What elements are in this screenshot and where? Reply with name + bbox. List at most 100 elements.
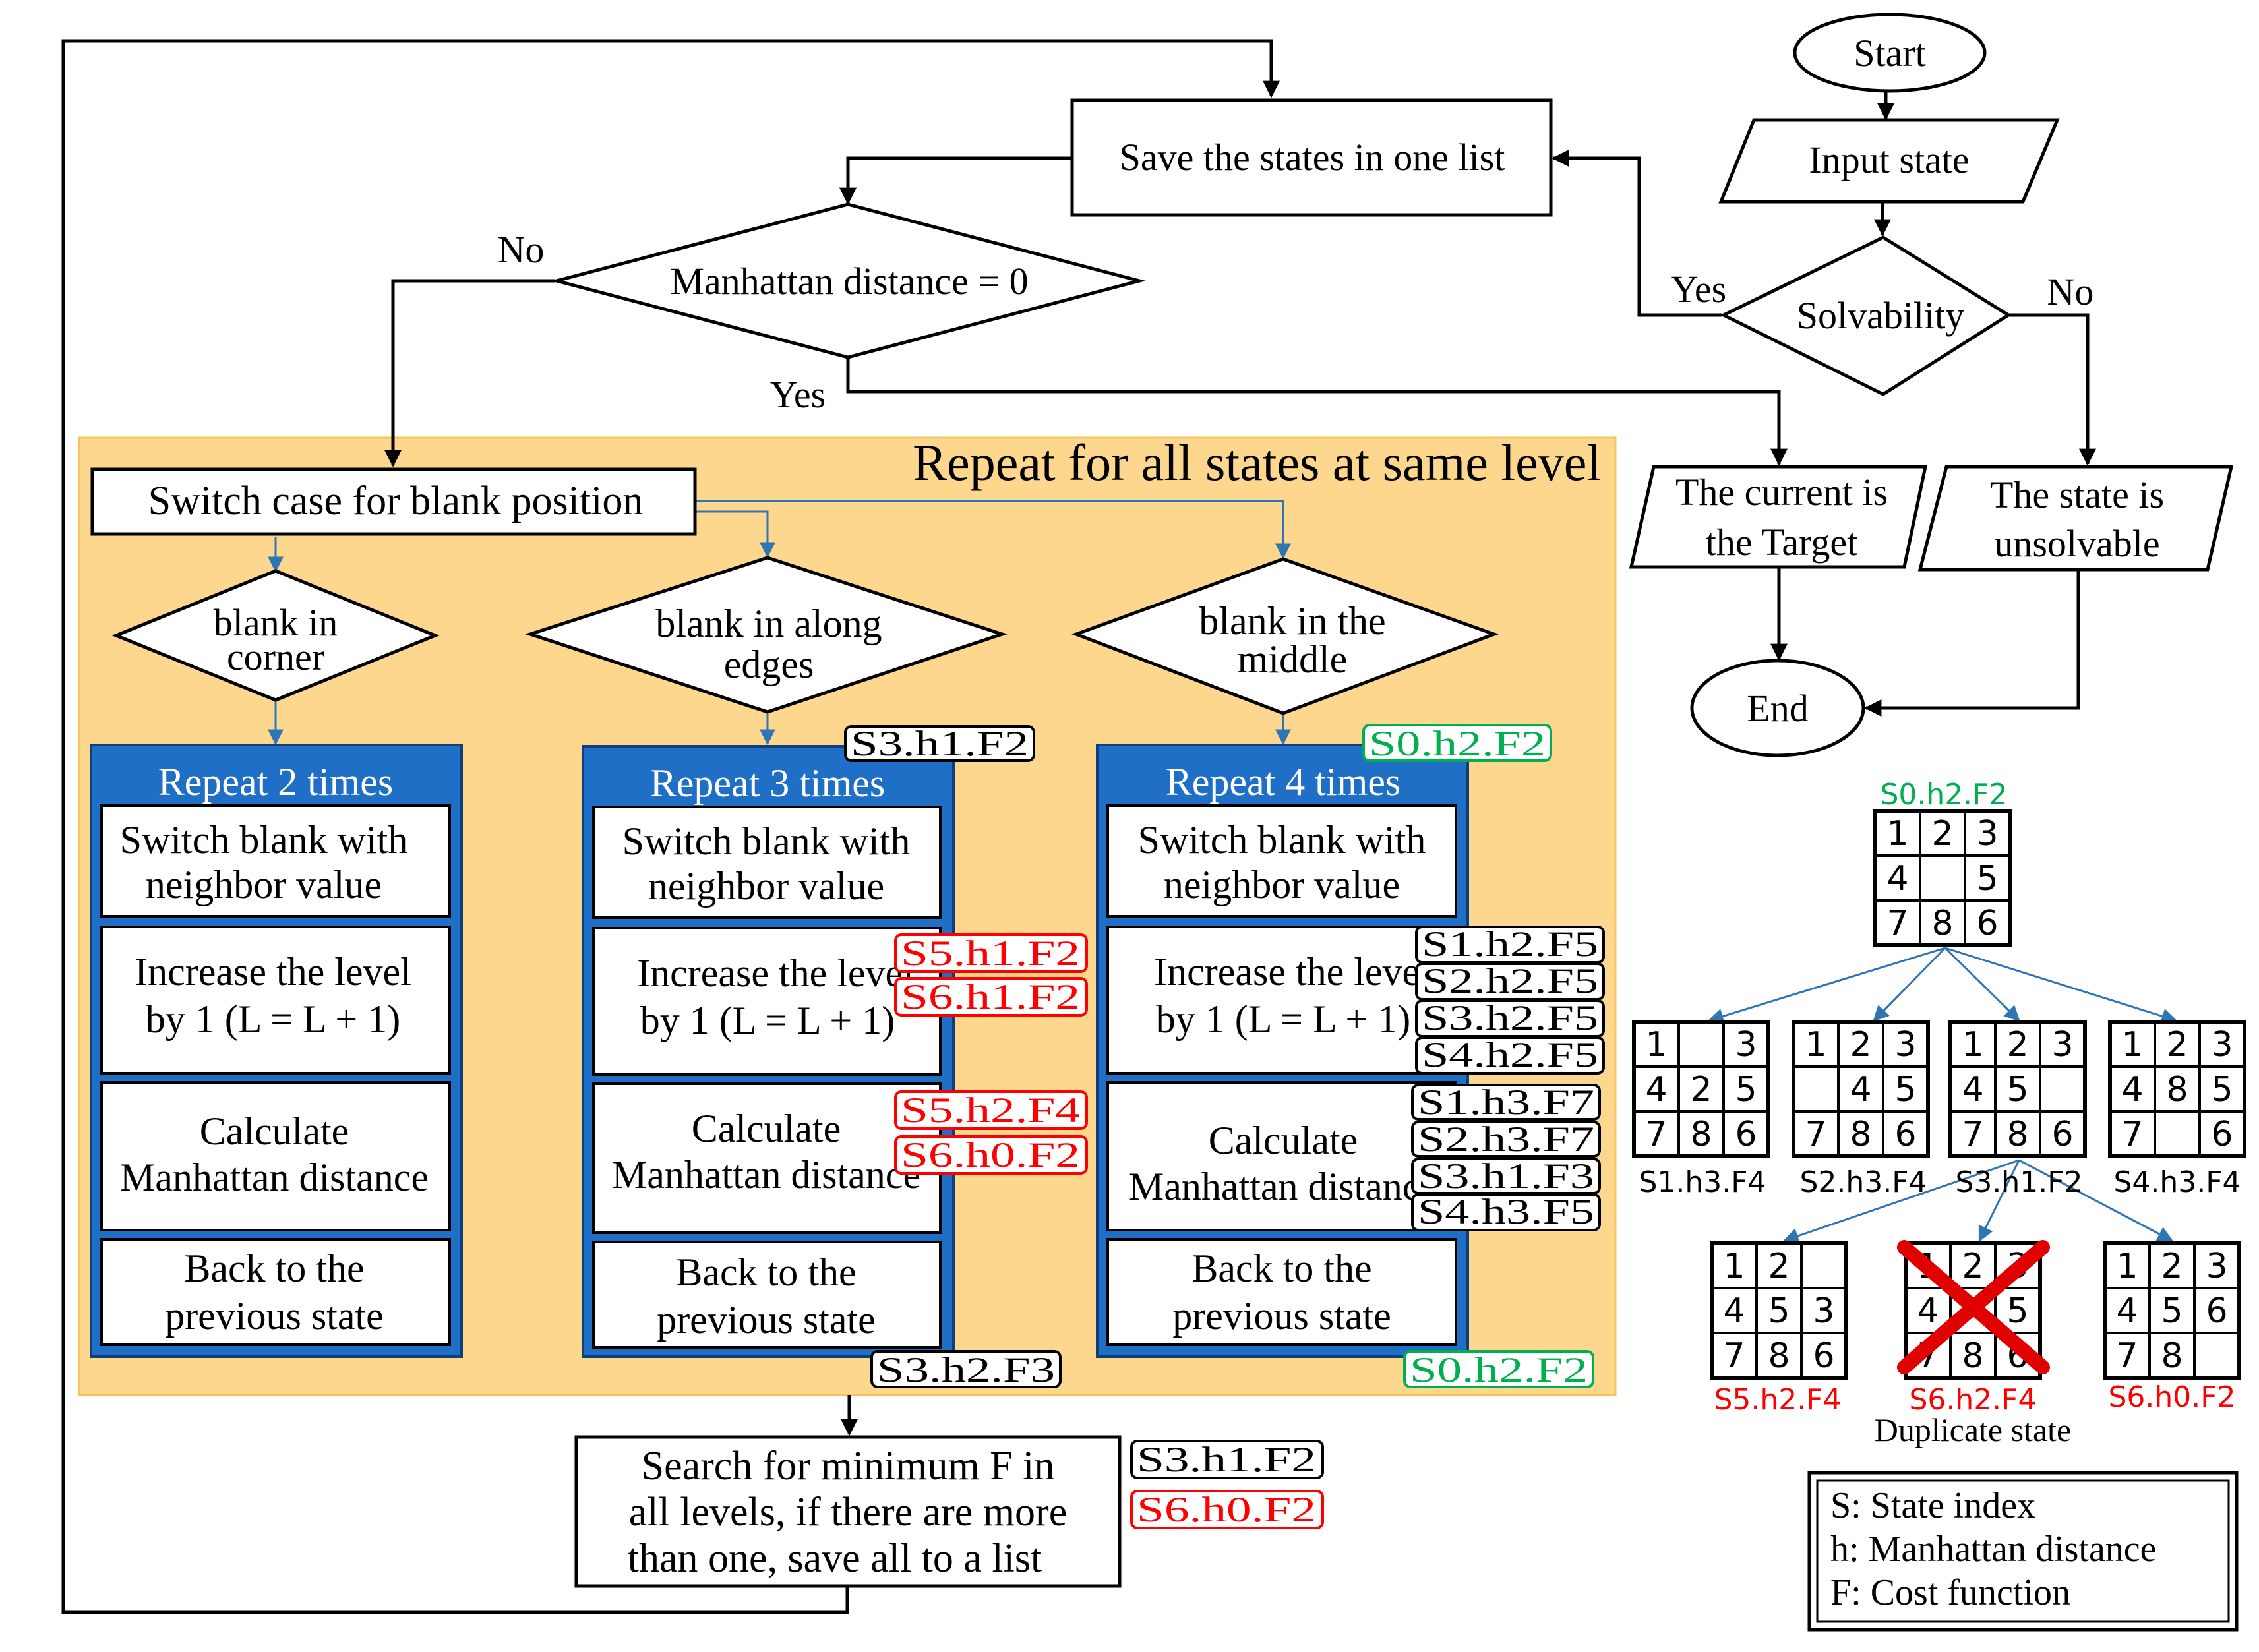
edge-switch-step (592, 806, 942, 919)
grid-cell-value: 8 (2166, 1070, 2188, 1109)
duplicate-cross-icon (1897, 1240, 2050, 1374)
grid-cell-value: 4 (1850, 1070, 1871, 1109)
tag-edge-level-1-box (894, 933, 1088, 973)
corner-back-label-1: Back to the (184, 1247, 364, 1290)
legend-line-1: S: State index (1830, 1485, 2035, 1526)
middle-back-step (1106, 1238, 1457, 1346)
grid-cell-value: 4 (2121, 1070, 2143, 1109)
middle-decision-label-2: middle (1238, 637, 1348, 681)
edge-back-label-1: Back to the (676, 1251, 856, 1294)
grid-cell-value: 8 (2161, 1336, 2183, 1376)
search-label-1: Search for minimum F in (642, 1444, 1055, 1489)
middle-level-label-1: Increase the level (1154, 950, 1431, 993)
tree-root-label: S0.h2.F2 (1880, 778, 2007, 811)
grid-cell (1677, 1065, 1725, 1113)
solvable-no-arrow (2006, 313, 2096, 466)
grid-border (2108, 1020, 2246, 1158)
corner-switch-step (100, 804, 451, 918)
switch-to-edge-arrow (696, 510, 775, 558)
grid-cell-value: 5 (2161, 1291, 2183, 1331)
grid-cell-value: 6 (2051, 1115, 2073, 1154)
edge-calc-label-1: Calculate (692, 1107, 841, 1150)
grid-cell-value: 2 (2006, 1025, 2028, 1065)
solvable-no-label: No (2047, 270, 2094, 313)
tree-arrow-s5 (1782, 1159, 2020, 1244)
switch-case-box (90, 467, 697, 536)
tag-edge-top: S3.h1.F2 (851, 724, 1029, 763)
tag-middle-level-4-box (1415, 1036, 1605, 1075)
manhattan-yes-label: Yes (770, 373, 826, 416)
grid-cell-value: 2 (1690, 1070, 1712, 1109)
middle-switch-step (1106, 804, 1457, 918)
tag-edge-bottom-box (870, 1350, 1062, 1388)
grid-cell-value: 3 (2211, 1025, 2233, 1065)
search-label-3: than one, save all to a list (628, 1536, 1042, 1581)
corner-calc-label-2: Manhattan distance (120, 1156, 429, 1199)
tag-middle-calc-2: S2.h3.F7 (1418, 1119, 1594, 1159)
grid-border (1873, 809, 2012, 947)
grid-cell-value: 2 (1962, 1247, 1983, 1286)
grid-border (1792, 1020, 1930, 1158)
unsolvable-label-1: The state is (1990, 473, 2164, 516)
grid-cell-value: 6 (1813, 1336, 1834, 1376)
manhattan-yes-arrow (846, 357, 1788, 466)
middle-back-label-2: previous state (1172, 1294, 1391, 1338)
grid-cell-value: 7 (2116, 1336, 2138, 1376)
grid-cell-value: 4 (1917, 1291, 1939, 1331)
grid-cell-value: 4 (1886, 859, 1908, 899)
tag-middle-calc-3: S3.h1.F3 (1418, 1156, 1594, 1196)
grid-cell (1710, 1287, 1758, 1334)
duplicate-state-note: Duplicate state (1875, 1411, 2072, 1448)
grid-cell-value: 3 (1894, 1025, 1916, 1065)
tree-arrow-s6-dup (1978, 1160, 2020, 1243)
middle-decision-label-1: blank in the (1199, 599, 1385, 643)
grid-cell (2103, 1287, 2151, 1334)
grid-cell-value: 4 (2116, 1291, 2138, 1331)
tree-s2-label: S2.h3.F4 (1799, 1165, 1927, 1199)
tag-edge-level-1: S5.h1.F2 (901, 933, 1080, 973)
grid-cell (2039, 1065, 2086, 1113)
grid-cell-value: 7 (1645, 1115, 1667, 1154)
tree-arrow-s1 (1707, 947, 1946, 1024)
tag-middle-calc-2-box (1411, 1121, 1601, 1158)
middle-repeat-label: Repeat 4 times (1166, 760, 1401, 804)
corner-decision-label-2: corner (227, 635, 324, 678)
grid-cell-value: 8 (1931, 904, 1953, 943)
grid-cell (2109, 1110, 2156, 1158)
tag-middle-calc-4-box (1411, 1193, 1601, 1231)
grid-cell (1722, 1110, 1770, 1158)
middle-switch-label-1: Switch blank with (1138, 818, 1426, 862)
solvability-label: Solvability (1797, 294, 1965, 337)
grid-cell-value: 5 (1894, 1070, 1916, 1109)
target-label-1: The current is (1675, 471, 1888, 514)
grid-border (1710, 1241, 1848, 1380)
grid-cell-value: 2 (2161, 1247, 2183, 1286)
tag-middle-level-1: S1.h2.F5 (1422, 924, 1598, 964)
grid-cell (1919, 854, 1966, 902)
grid-cell-value: 3 (1813, 1291, 1834, 1331)
grid-cell-value: 5 (1768, 1291, 1790, 1331)
grid-cell (1874, 899, 1921, 947)
edge-decision-label-2: edges (724, 643, 814, 686)
edge-calc-step (592, 1082, 942, 1234)
middle-switch-label-2: neighbor value (1164, 863, 1400, 906)
grid-cell-value: 2 (1850, 1025, 1871, 1065)
middle-level-step (1106, 926, 1457, 1075)
grid-cell-value: 3 (2051, 1025, 2073, 1065)
tag-middle-level-3: S3.h2.F5 (1422, 998, 1598, 1038)
grid-cell-value: 5 (1976, 859, 1998, 899)
input-state-label: Input state (1809, 138, 1969, 181)
corner-decision (111, 569, 440, 702)
switch-to-middle-arrow (696, 500, 1291, 560)
tag-middle-top-box (1362, 724, 1552, 762)
grid-cell-value: 5 (2006, 1291, 2028, 1331)
corner-back-label-2: previous state (165, 1294, 384, 1338)
tag-search-2: S6.h0.F2 (1137, 1490, 1316, 1529)
grid-cell (2198, 1065, 2246, 1113)
grid-cell (1677, 1020, 1725, 1068)
tag-edge-level-2: S6.h1.F2 (901, 977, 1080, 1017)
save-states-box (1070, 98, 1553, 217)
